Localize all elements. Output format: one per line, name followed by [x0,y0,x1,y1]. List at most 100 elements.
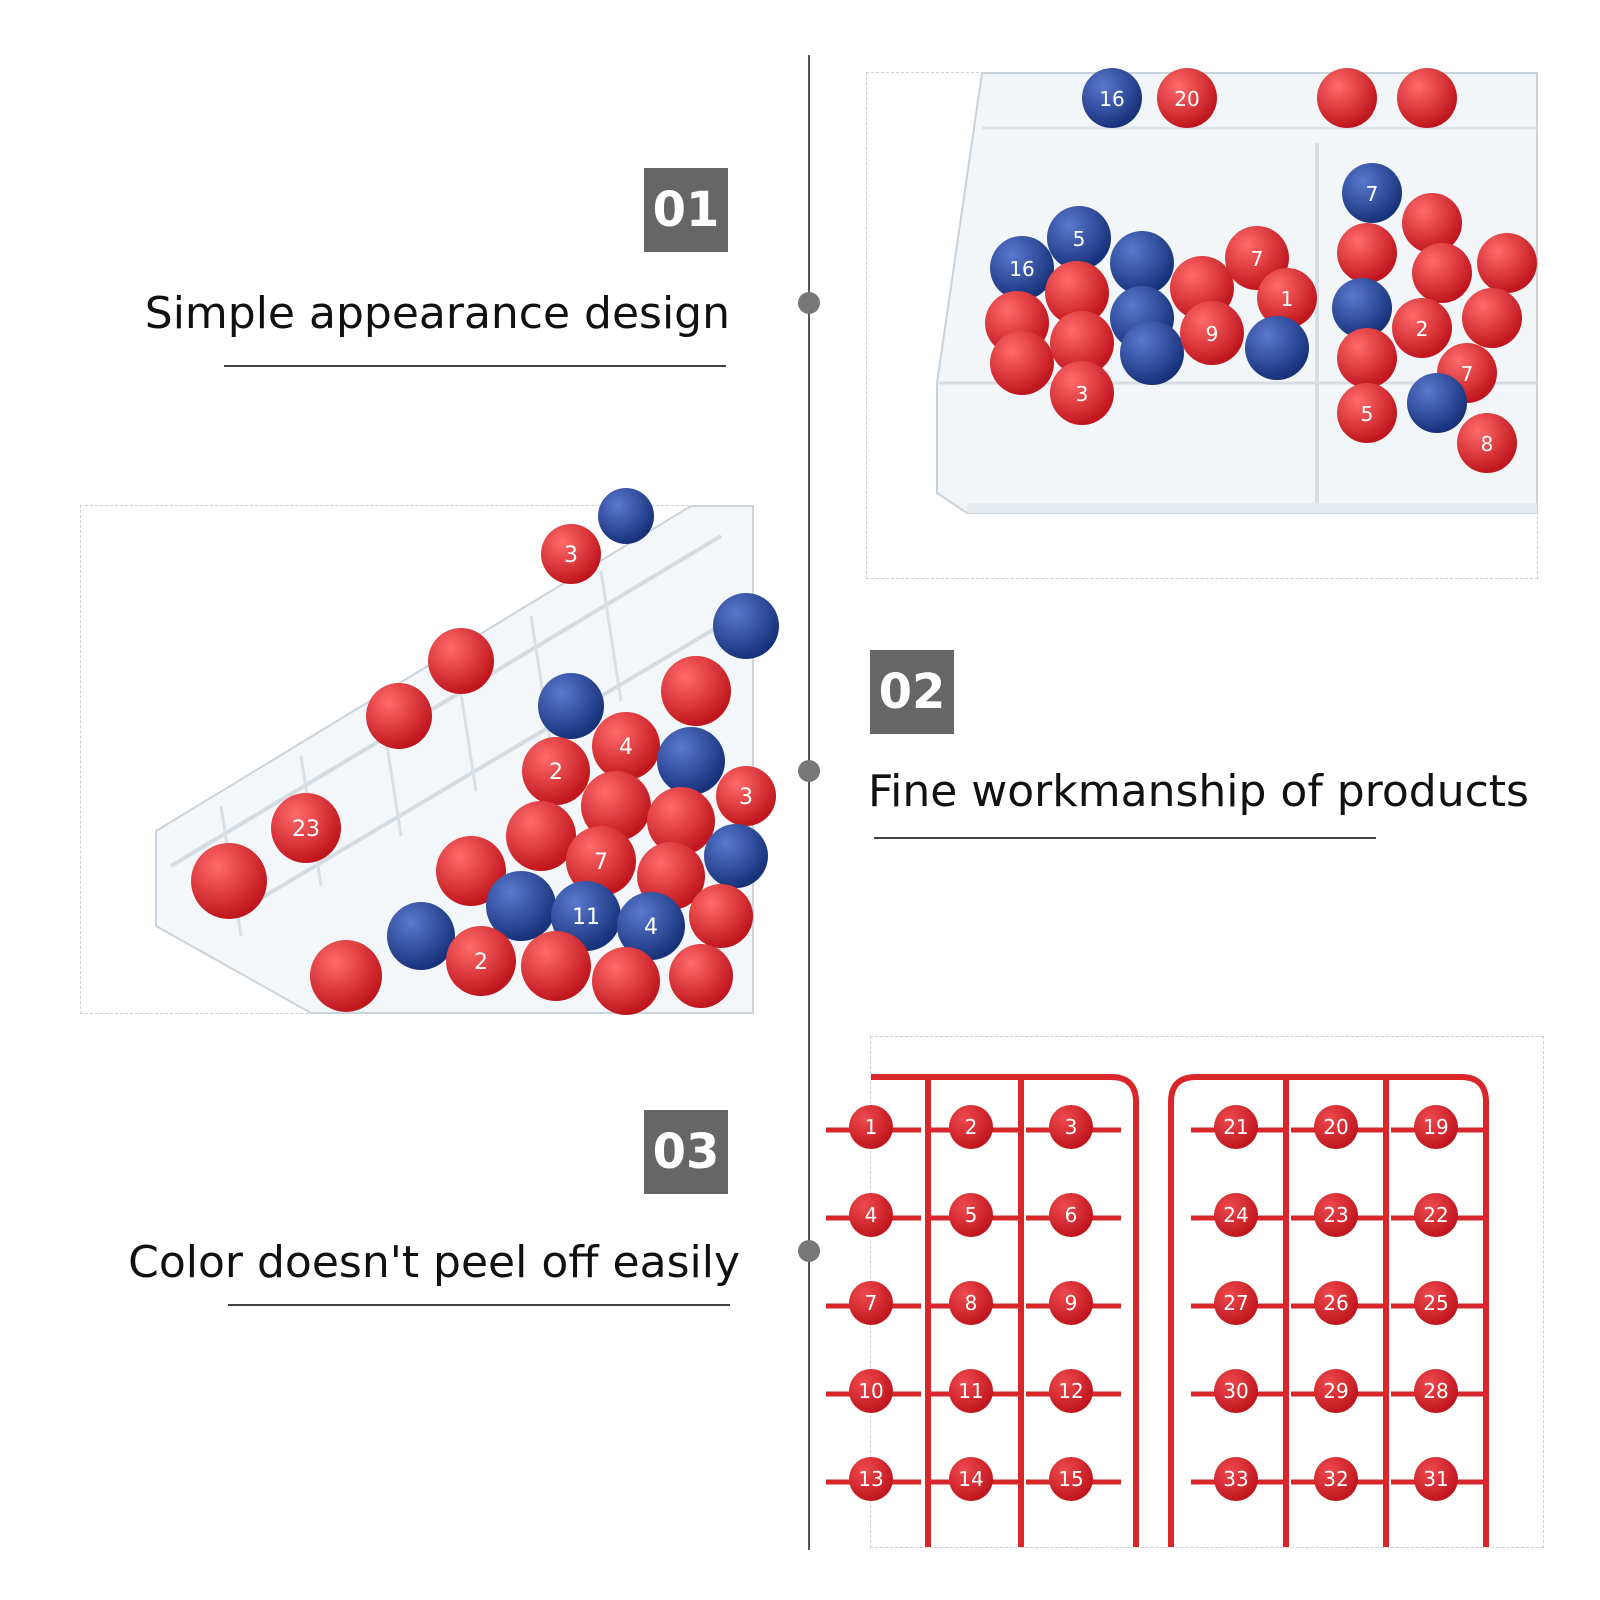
timeline-line [808,55,810,1550]
feature-caption-01: Simple appearance design [144,288,730,339]
right-frame-ball [1214,1369,1258,1413]
left-frame-ball [949,1369,993,1413]
left-frame-ball-number: 7 [865,1291,878,1315]
left-frame-ball-number: 3 [1065,1115,1078,1139]
feature-number-02: 02 [870,650,954,734]
left-frame-ball-number: 10 [858,1379,883,1403]
photo-tray-angle: 23 2 3 3 4 7 11 4 2 [80,488,779,1015]
left-frame-ball-number: 5 [965,1203,978,1227]
feature-number-03: 03 [644,1110,728,1194]
photo-tray-top: 16 20 5 16 7 9 3 5 8 7 7 1 2 [866,68,1538,579]
right-frame-ball-number: 31 [1423,1467,1448,1491]
right-frame-ball [1214,1105,1258,1149]
right-frame-ball-number: 23 [1323,1203,1348,1227]
ball-label: 11 [572,905,600,930]
right-frame-ball [1314,1457,1358,1501]
right-frame-ball-number: 24 [1223,1203,1248,1227]
ball-label: 8 [1481,432,1494,456]
ball-labels: 16 20 5 16 7 9 3 5 8 7 7 1 2 [1009,87,1493,456]
left-frame-ball [1049,1105,1093,1149]
left-frame-ball-number: 12 [1058,1379,1083,1403]
left-frame-ball [949,1105,993,1149]
left-frame-ball [849,1105,893,1149]
ball-label: 1 [1281,287,1294,311]
left-frame-ball [849,1369,893,1413]
right-frame-ball-number: 30 [1223,1379,1248,1403]
left-frame-ball-number: 11 [958,1379,983,1403]
right-frame-ball [1214,1457,1258,1501]
right-frame-ball-number: 27 [1223,1291,1248,1315]
left-frame-ball [849,1281,893,1325]
ball-label: 7 [1251,247,1264,271]
feature-underline-02 [874,837,1376,839]
ball-label: 16 [1009,257,1034,281]
feature-caption-03: Color doesn't peel off easily [128,1237,740,1288]
ball-label: 7 [594,850,608,875]
feature-number-01: 01 [644,168,728,252]
timeline-dot-3 [798,1240,820,1262]
left-frame-ball-number: 9 [1065,1291,1078,1315]
left-frame-ball [1049,1369,1093,1413]
left-frame-ball [949,1193,993,1237]
ball-label: 5 [1073,227,1086,251]
timeline-dot-2 [798,760,820,782]
ball-label: 7 [1461,362,1474,386]
left-frame-ball [849,1193,893,1237]
ball-labels: 23 2 3 3 4 7 11 4 2 [292,543,753,975]
right-frame-ball [1414,1105,1458,1149]
left-frame-ball-number: 15 [1058,1467,1083,1491]
ball-label: 3 [739,785,753,810]
ball-label: 4 [644,915,658,940]
right-frame-ball-number: 21 [1223,1115,1248,1139]
left-frame-ball-number: 2 [965,1115,978,1139]
left-frame-ball-number: 4 [865,1203,878,1227]
left-frame-ball [849,1457,893,1501]
ball-label: 9 [1206,322,1219,346]
ball-group [985,68,1537,473]
timeline-dot-1 [798,292,820,314]
right-frame-ball-number: 26 [1323,1291,1348,1315]
right-frame-ball-number: 25 [1423,1291,1448,1315]
left-frame-ball-number: 1 [865,1115,878,1139]
right-frame-ball [1214,1281,1258,1325]
ball-label: 20 [1174,87,1199,111]
ball-label: 16 [1099,87,1124,111]
left-frame-ball [1049,1281,1093,1325]
feature-caption-02: Fine workmanship of products [868,766,1529,817]
ball-label: 2 [549,760,563,785]
left-frame-ball [1049,1457,1093,1501]
right-frame-ball [1414,1369,1458,1413]
right-frame-ball [1414,1193,1458,1237]
left-frame-ball-number: 8 [965,1291,978,1315]
feature-underline-01 [224,365,726,367]
ball-label: 23 [292,817,320,842]
right-frame-ball-number: 20 [1323,1115,1348,1139]
left-frame-ball-number: 14 [958,1467,983,1491]
right-frame-ball-number: 32 [1323,1467,1348,1491]
ball-label: 7 [1366,182,1379,206]
right-frame-ball [1314,1369,1358,1413]
right-frame-ball-number: 19 [1423,1115,1448,1139]
right-frame-ball [1414,1457,1458,1501]
ball-label: 3 [564,543,578,568]
left-frame-ball [949,1281,993,1325]
ball-label: 3 [1076,382,1089,406]
right-frame-ball-number: 28 [1423,1379,1448,1403]
right-frame-ball-number: 33 [1223,1467,1248,1491]
ball-label: 2 [474,950,488,975]
right-frame-ball-number: 29 [1323,1379,1348,1403]
right-frame-ball [1314,1193,1358,1237]
right-frame-ball [1314,1105,1358,1149]
left-frame-ball-number: 6 [1065,1203,1078,1227]
left-frame-ball [949,1457,993,1501]
right-frame-ball [1414,1281,1458,1325]
right-frame-ball-number: 22 [1423,1203,1448,1227]
left-frame-ball [1049,1193,1093,1237]
ball-label: 4 [619,735,633,760]
ball-label: 2 [1416,317,1429,341]
right-frame-ball [1314,1281,1358,1325]
feature-underline-03 [228,1304,730,1306]
ball-group [191,488,779,1015]
